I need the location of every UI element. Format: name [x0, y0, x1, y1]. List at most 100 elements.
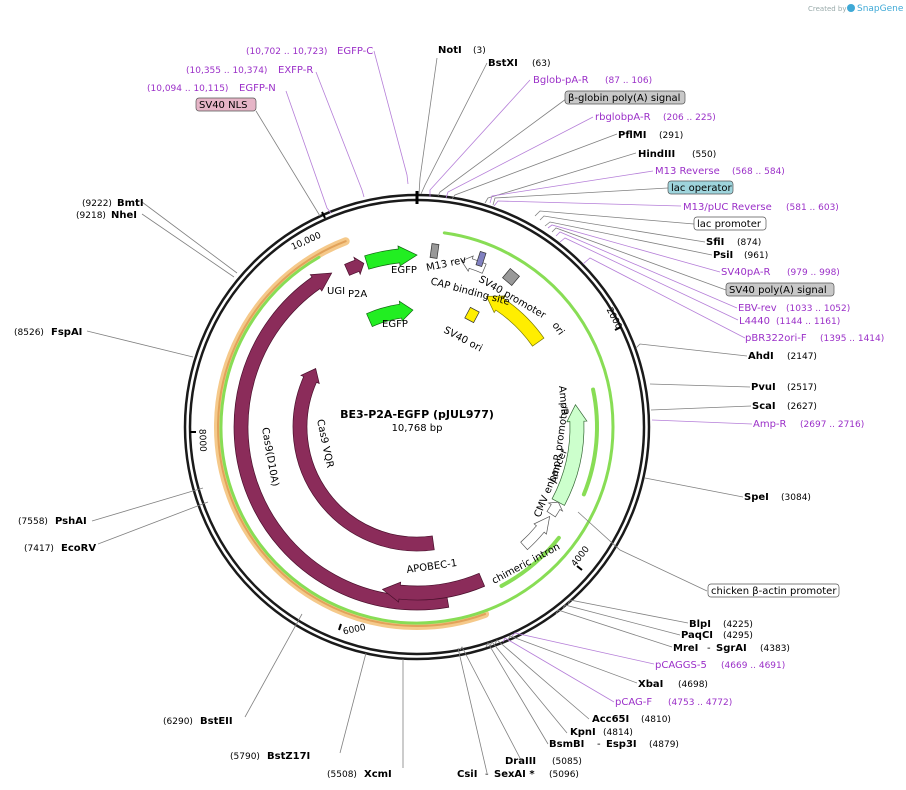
primer-m13rev-range: (568 .. 584) — [732, 167, 785, 177]
site-bsmbi-pos: (4879) — [649, 740, 679, 750]
site-bstz17i-pos: (5790) — [230, 752, 260, 762]
site-psii-pos: (961) — [744, 251, 768, 261]
site-nhei-name: NheI — [111, 210, 137, 221]
cas9vqr-arrow — [292, 368, 435, 552]
site-scai-pos: (2627) — [787, 402, 817, 412]
feature-label-ugi: UGI — [327, 286, 345, 297]
site-mrei-sep: - — [707, 643, 711, 654]
primer-l4440-range: (1144 .. 1161) — [776, 317, 840, 327]
tick-8000: 8000 — [196, 429, 207, 453]
site-csii-pos: (5096) — [549, 770, 579, 780]
cap-block — [475, 250, 487, 268]
primer-pbr322-range: (1395 .. 1414) — [820, 334, 884, 344]
site-mrei-pos: (4383) — [760, 644, 790, 654]
primer-ampr-range: (2697 .. 2716) — [800, 420, 864, 430]
site-pflmi-pos: (291) — [659, 131, 683, 141]
primer-pbr322-name: pBR322ori-F — [745, 333, 807, 344]
site-ecorv-name: EcoRV — [61, 543, 96, 554]
feature-label-egfp-inner: EGFP — [382, 319, 408, 330]
lacop-label: lac operator — [671, 183, 732, 194]
lacprom-box — [693, 216, 767, 231]
site-pflmi-name: PflMI — [618, 130, 646, 141]
lacprom-label: lac promoter — [697, 219, 762, 230]
m13rev-block — [429, 243, 440, 259]
ugi-arrow — [344, 256, 365, 276]
apobec-arrow — [381, 572, 486, 603]
primer-m13puc-name: M13/pUC Reverse — [683, 202, 772, 213]
snapgene-logo-icon — [847, 4, 855, 12]
primer-l4440-name: L4440 — [739, 316, 770, 327]
site-acc65i-name: Acc65I — [592, 714, 629, 725]
site-bmti-pos: (9222) — [82, 199, 112, 209]
tick-6000: 6000 — [342, 623, 367, 638]
primer-ebvrev-range: (1033 .. 1052) — [786, 304, 850, 314]
map-title: BE3-P2A-EGFP (pJUL977) — [340, 408, 494, 421]
site-draiii-name: DraIII — [505, 756, 536, 767]
site-mrei-name: MreI — [673, 643, 698, 654]
site-labels: NotI (3) BstXI (63) Bglob-pA-R (87 .. 10… — [14, 45, 884, 780]
cmv-arrow — [520, 515, 551, 551]
site-bstz17i-name: BstZ17I — [267, 751, 310, 762]
primer-m13rev-name: M13 Reverse — [655, 166, 720, 177]
site-ahdi-pos: (2147) — [787, 352, 817, 362]
cas9d10a-orange-band-inner — [217, 240, 487, 628]
site-xcmi-pos: (5508) — [327, 770, 357, 780]
primer-pcagf-range: (4753 .. 4772) — [668, 698, 732, 708]
site-pvui-pos: (2517) — [787, 383, 817, 393]
lac-block — [502, 268, 520, 286]
ampr-prom-arrow — [546, 501, 564, 518]
sv40pa-box — [725, 282, 835, 297]
feature-label-sv40ori: SV40 ori — [442, 325, 484, 354]
egfp-outer-arrow — [364, 245, 418, 270]
site-fspai-name: FspAI — [51, 327, 82, 338]
map-length: 10,768 bp — [392, 423, 443, 434]
site-csii-name: CsiI — [457, 769, 477, 780]
intron-green-band — [499, 535, 561, 588]
ori-arrow — [485, 295, 545, 347]
site-sexai-name: SexAI * — [494, 769, 535, 780]
egfp-inner-arrow — [366, 300, 414, 327]
site-sfii-pos: (874) — [737, 238, 761, 248]
site-kpni-pos: (4814) — [603, 728, 633, 738]
site-spei-name: SpeI — [744, 492, 769, 503]
feature-label-cas9vqr: Cas9 VQR — [314, 418, 335, 469]
cba-box — [707, 583, 840, 598]
site-scai-name: ScaI — [752, 401, 776, 412]
site-nhei-pos: (9218) — [76, 211, 106, 221]
tick-10000: 10,000 — [290, 231, 323, 253]
cas9d10a-arrow — [233, 272, 450, 611]
feature-label-egfp-outer: EGFP — [391, 265, 417, 276]
site-xcmi-name: XcmI — [364, 769, 392, 780]
feature-label-apobec: APOBEC-1 — [406, 558, 458, 576]
primer-rbglob-range: (206 .. 225) — [663, 113, 716, 123]
site-bmti-name: BmtI — [117, 198, 144, 209]
site-spei-pos: (3084) — [781, 493, 811, 503]
primer-egfpn-name: EGFP-N — [239, 83, 276, 94]
site-csii-sep: - — [485, 769, 489, 780]
bglobin-label: β-globin poly(A) signal — [568, 93, 680, 104]
sv40pa-label: SV40 poly(A) signal — [729, 285, 827, 296]
site-blpi-pos: (4225) — [723, 620, 753, 630]
site-fspai-pos: (8526) — [14, 328, 44, 338]
primer-pcagf-name: pCAG-F — [615, 697, 652, 708]
tick-4000: 4000 — [570, 544, 592, 568]
site-pshai-name: PshAI — [55, 516, 87, 527]
site-paqci-pos: (4295) — [723, 631, 753, 641]
site-bstxi-name: BstXI — [488, 58, 518, 69]
site-pvui-name: PvuI — [751, 382, 776, 393]
site-xbai-pos: (4698) — [678, 680, 708, 690]
ampr-arrow — [551, 404, 588, 506]
sv40ori-block — [464, 306, 480, 324]
feature-label-p2a: P2A — [348, 289, 367, 300]
primer-exfpr-name: EXFP-R — [278, 65, 313, 76]
egfp-outer-band — [219, 231, 615, 625]
primer-rbglob-name: rbglobpA-R — [595, 112, 651, 123]
primer-egfpc-name: EGFP-C — [337, 46, 373, 57]
primer-pcaggs-name: pCAGGS-5 — [655, 660, 707, 671]
watermark-created-by: Created by — [808, 5, 847, 13]
site-bstxi-pos: (63) — [532, 59, 550, 69]
site-blpi-name: BlpI — [689, 619, 711, 630]
feature-layer — [214, 231, 615, 631]
site-sfii-name: SfiI — [706, 237, 724, 248]
